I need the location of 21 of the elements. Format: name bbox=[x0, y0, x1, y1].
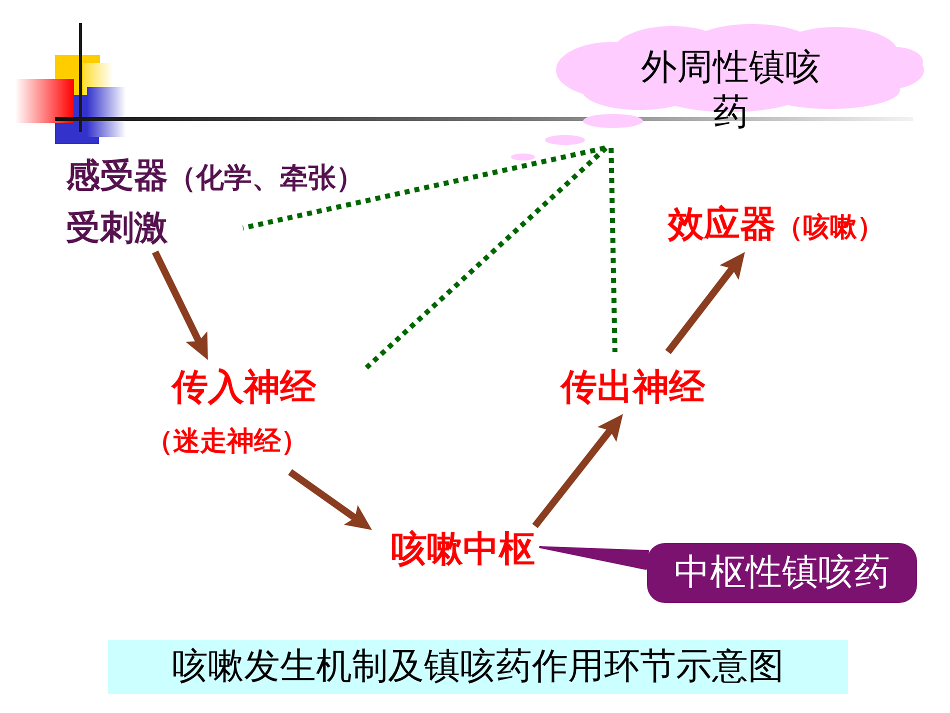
callout-label: 中枢性镇咳药 bbox=[674, 555, 890, 591]
step-label: 咳嗽中枢 bbox=[391, 532, 535, 568]
arrow bbox=[288, 469, 372, 530]
step-note: （咳嗽） bbox=[776, 214, 884, 241]
caption-text: 咳嗽发生机制及镇咳药作用环节示意图 bbox=[172, 649, 784, 685]
dotted-line bbox=[608, 148, 618, 352]
arrow bbox=[532, 414, 623, 528]
callout-bubble bbox=[647, 543, 917, 603]
step-label: 感受器 bbox=[66, 159, 168, 193]
step-label: 传出神经 bbox=[561, 370, 705, 406]
step-label: 效应器 bbox=[668, 207, 776, 243]
dotted-line bbox=[362, 146, 608, 372]
dotted-line bbox=[242, 146, 606, 230]
step-note: （化学、牵张） bbox=[168, 164, 364, 192]
arrow bbox=[665, 252, 745, 354]
step-note: （迷走神经） bbox=[146, 428, 308, 455]
step-label: 受刺激 bbox=[66, 211, 168, 245]
step-label: 传入神经 bbox=[172, 370, 316, 406]
arrow bbox=[152, 250, 208, 360]
callout-tail bbox=[539, 546, 650, 570]
cloud-label: 外周性镇咳药 bbox=[640, 46, 822, 135]
